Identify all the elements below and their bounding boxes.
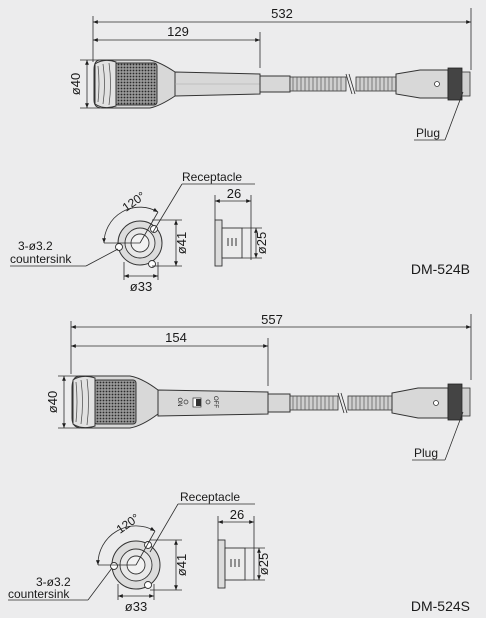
receptacle-front-view: 120° ø41 ø33 Receptacle 3-ø3.2 countersi… bbox=[8, 490, 255, 614]
receptacle-side-view: 26 ø25 bbox=[214, 186, 269, 267]
diagram-dm524s: 557 154 ø40 O bbox=[8, 312, 472, 614]
plug-depth-label: 26 bbox=[230, 507, 244, 522]
plug-callout: Plug bbox=[412, 411, 464, 461]
screw-label: 3-ø3.2 bbox=[18, 239, 53, 253]
switch-on-label: ON bbox=[176, 398, 182, 407]
gooseneck bbox=[289, 73, 397, 95]
plug-diameter-label: ø25 bbox=[256, 553, 271, 575]
head-length-dimension: 129 bbox=[93, 24, 261, 68]
receptacle-label: Receptacle bbox=[180, 490, 240, 504]
countersink-label: countersink bbox=[8, 587, 70, 601]
head-length-label: 129 bbox=[167, 24, 189, 39]
overall-length-label: 532 bbox=[271, 6, 293, 21]
receptacle-width-label: ø33 bbox=[125, 599, 147, 614]
microphone-side-view: ON OFF bbox=[71, 375, 471, 429]
plug-label: Plug bbox=[416, 126, 440, 140]
model-name-s: DM-524S bbox=[411, 598, 470, 614]
receptacle-front-view: 120° ø41 ø33 Receptacle 3-ø3.2 countersi… bbox=[10, 170, 255, 294]
diameter-dimension: ø40 bbox=[45, 375, 80, 429]
microphone-side-view bbox=[93, 59, 471, 109]
screw-label: 3-ø3.2 bbox=[36, 575, 71, 589]
receptacle-height-label: ø41 bbox=[174, 554, 189, 576]
on-off-switch: ON OFF bbox=[176, 396, 218, 408]
diameter-label: ø40 bbox=[68, 73, 83, 95]
plug-callout: Plug bbox=[414, 91, 464, 141]
plug-label: Plug bbox=[414, 446, 438, 460]
diagram-dm524b: 532 129 ø40 bbox=[10, 6, 472, 294]
switch-off-label: OFF bbox=[212, 396, 218, 408]
diameter-dimension: ø40 bbox=[68, 59, 100, 109]
model-name-b: DM-524B bbox=[411, 261, 470, 277]
plug-depth-label: 26 bbox=[227, 186, 241, 201]
head-length-label: 154 bbox=[165, 330, 187, 345]
receptacle-width-label: ø33 bbox=[130, 279, 152, 294]
angle-label: 120° bbox=[114, 511, 143, 537]
plug-diameter-label: ø25 bbox=[254, 232, 269, 254]
diameter-label: ø40 bbox=[45, 391, 60, 413]
receptacle-label: Receptacle bbox=[182, 170, 242, 184]
overall-length-dimension: 557 bbox=[70, 312, 472, 380]
receptacle-height-label: ø41 bbox=[174, 232, 189, 254]
angle-label: 120° bbox=[120, 189, 149, 215]
overall-length-dimension: 532 bbox=[92, 6, 472, 70]
overall-length-label: 557 bbox=[261, 312, 283, 327]
receptacle-side-view: 26 ø25 bbox=[217, 507, 271, 589]
gooseneck bbox=[289, 392, 393, 414]
head-length-dimension: 154 bbox=[71, 330, 269, 386]
countersink-label: countersink bbox=[10, 252, 72, 266]
